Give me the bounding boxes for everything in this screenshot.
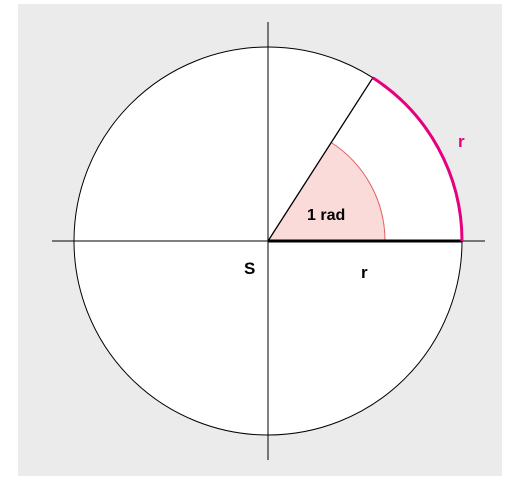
- angle-label: 1 rad: [307, 207, 345, 224]
- arc-length-highlight: [371, 76, 464, 242]
- radius-label: r: [361, 263, 368, 282]
- angle-arc: [330, 142, 386, 242]
- arc-label: r: [458, 132, 465, 151]
- center-label: S: [244, 259, 255, 278]
- terminal-ray: [267, 77, 374, 242]
- angle-sector: [268, 142, 385, 241]
